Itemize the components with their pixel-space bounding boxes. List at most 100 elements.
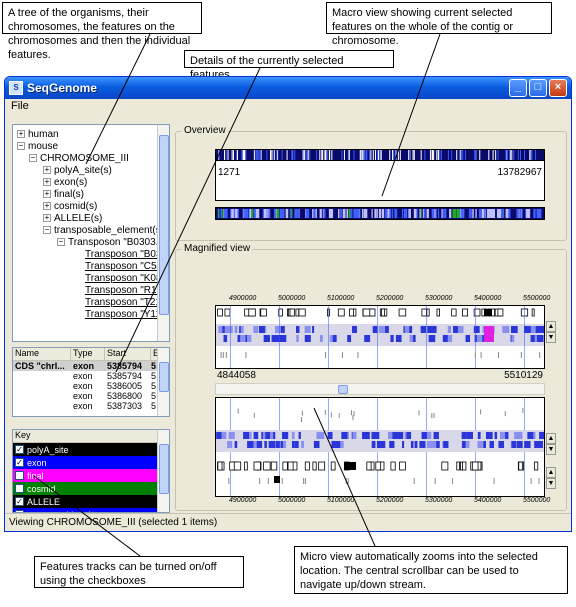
tree-node[interactable]: −transposable_element(s): [43, 225, 164, 236]
tree-node-label: Transposon "Y11: [85, 309, 161, 320]
ruler-tick-label: 5100000: [327, 295, 355, 302]
key-item: ✓exon: [13, 456, 158, 469]
tree-node-label: cosmid(s): [54, 201, 98, 212]
tree-node[interactable]: Transposon "Y11: [85, 309, 161, 320]
callout-micro: Micro view automatically zooms into the …: [294, 546, 568, 594]
tree-node[interactable]: +exon(s): [43, 177, 87, 188]
tree-node[interactable]: −mouse: [17, 141, 58, 152]
tree-node[interactable]: Transposon "T21: [85, 297, 161, 308]
overview-track-top[interactable]: [215, 149, 545, 161]
tree-node[interactable]: +final(s): [43, 189, 84, 200]
ruler-tick-label: 5200000: [376, 295, 404, 302]
tree-node-label: human: [28, 129, 59, 140]
tree-expander-icon[interactable]: +: [43, 213, 51, 223]
tree-node-label: mouse: [28, 141, 59, 152]
overview-start: 1271: [218, 167, 241, 178]
tree-expander-icon[interactable]: −: [43, 225, 51, 235]
micro-lower-track[interactable]: [215, 397, 546, 497]
ruler-tick-label: 5200000: [376, 497, 404, 504]
table-cell: 5: [151, 401, 157, 411]
key-item: final: [13, 469, 158, 482]
ruler-tick-label: 4900000: [229, 295, 257, 302]
tree-expander-icon[interactable]: +: [43, 189, 51, 199]
tree-node[interactable]: +human: [17, 129, 59, 140]
tree-node[interactable]: Transposon "R12: [85, 285, 162, 296]
tree-expander-icon[interactable]: −: [17, 141, 25, 151]
magnified-end: 5510129: [504, 370, 543, 381]
overview-label: Overview: [182, 125, 228, 136]
overview-track-bottom[interactable]: [215, 207, 545, 220]
col-start[interactable]: Start: [105, 348, 151, 360]
tree-expander-icon[interactable]: −: [57, 237, 65, 247]
organism-tree[interactable]: +human−mouse−CHROMOSOME_III+polyA_site(s…: [12, 124, 170, 342]
key-item: ✓polyA_site: [13, 443, 158, 456]
table-cell: exon: [73, 391, 93, 401]
key-scrollbar[interactable]: [157, 430, 169, 512]
close-button[interactable]: ×: [549, 79, 567, 97]
tree-node[interactable]: +polyA_site(s): [43, 165, 112, 176]
tree-expander-icon[interactable]: −: [29, 153, 37, 163]
navigation-scrollbar[interactable]: [215, 383, 545, 395]
track-toggle-checkbox[interactable]: [15, 471, 24, 480]
tree-node[interactable]: +ALLELE(s): [43, 213, 102, 224]
tree-node-label: Transposon "T21: [85, 297, 161, 308]
table-scrollbar[interactable]: [157, 348, 169, 416]
lower-spin-1[interactable]: ▲▼: [546, 433, 556, 455]
tree-expander-icon[interactable]: +: [43, 165, 51, 175]
track-toggle-checkbox[interactable]: ✓: [15, 445, 24, 454]
table-cell: exon: [73, 361, 95, 371]
upper-spin[interactable]: ▲▼: [546, 321, 556, 343]
key-label: exon: [27, 457, 47, 468]
ruler-tick-label: 5400000: [474, 295, 502, 302]
track-toggle-checkbox[interactable]: [15, 484, 24, 493]
tree-node[interactable]: −CHROMOSOME_III: [29, 153, 129, 164]
table-cell: exon: [73, 381, 93, 391]
tree-node[interactable]: Transposon "C54: [85, 261, 162, 272]
maximize-button[interactable]: □: [529, 79, 547, 97]
minimize-button[interactable]: _: [509, 79, 527, 97]
table-cell: [13, 391, 71, 401]
key-label: final: [27, 470, 44, 481]
tree-node-label: Transposon "B03: [85, 249, 162, 260]
menu-file[interactable]: File: [11, 100, 29, 112]
tree-node[interactable]: +cosmid(s): [43, 201, 97, 212]
tree-node[interactable]: Transposon "B03: [85, 249, 162, 260]
ruler-tick-label: 5500000: [523, 497, 551, 504]
tree-node[interactable]: Transposon "K08: [85, 273, 162, 284]
magnified-label: Magnified view: [182, 243, 253, 254]
col-name[interactable]: Name: [13, 348, 71, 360]
window-title: SeqGenome: [27, 81, 98, 95]
tree-expander-icon[interactable]: +: [17, 129, 25, 139]
table-cell: exon: [73, 401, 93, 411]
tree-scrollbar[interactable]: [157, 125, 169, 341]
lower-spin-2[interactable]: ▲▼: [546, 467, 556, 489]
table-cell: CDS "chrI...: [15, 361, 65, 371]
col-type[interactable]: Type: [71, 348, 105, 360]
tree-node-label: final(s): [54, 189, 85, 200]
navigation-thumb[interactable]: [338, 385, 348, 394]
callout-details: Details of the currently selected featur…: [184, 50, 394, 81]
track-toggle-checkbox[interactable]: ✓: [15, 497, 24, 506]
overview-end: 13782967: [497, 167, 543, 178]
track-toggle-checkbox[interactable]: ✓: [15, 458, 24, 467]
tree-node-label: transposable_element(s): [54, 225, 165, 236]
tree-node-label: Transposon "B0303.T: [68, 237, 165, 248]
ruler-tick-label: 5400000: [474, 497, 502, 504]
key-header: Key: [13, 430, 169, 443]
ruler-tick-label: 5000000: [278, 497, 306, 504]
tree-node-label: Transposon "R12: [85, 285, 163, 296]
micro-upper-track[interactable]: [215, 305, 546, 369]
tree-node[interactable]: −Transposon "B0303.T: [57, 237, 165, 248]
key-label: ALLELE: [27, 496, 61, 507]
tree-expander-icon[interactable]: +: [43, 177, 51, 187]
track-toggle-checkbox[interactable]: [15, 510, 24, 512]
tree-expander-icon[interactable]: +: [43, 201, 51, 211]
